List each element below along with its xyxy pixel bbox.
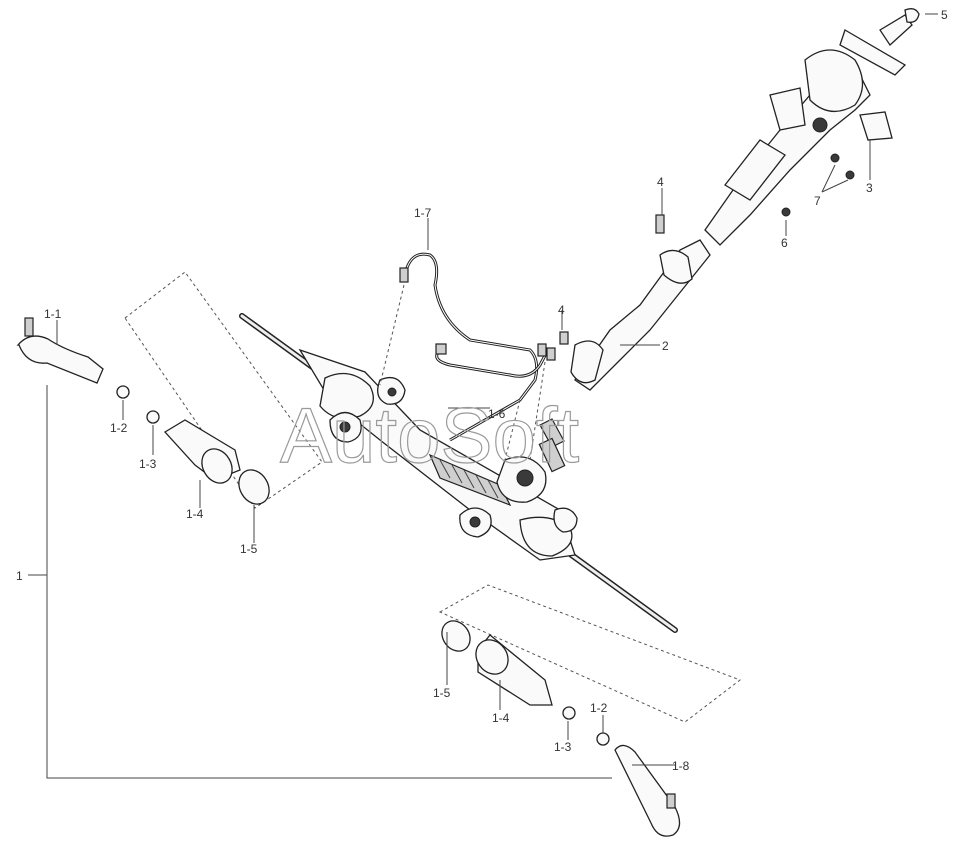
- watermark: AutoSoft: [280, 391, 580, 479]
- tie-rod-end-left: [16, 317, 104, 384]
- steering-column: [559, 8, 920, 391]
- label-1-8: 1-8: [672, 759, 690, 773]
- label-1-5-left: 1-5: [240, 542, 258, 556]
- label-1-4-left: 1-4: [186, 507, 204, 521]
- label-1-2-left: 1-2: [110, 421, 128, 435]
- label-4-upper: 4: [657, 175, 664, 189]
- steering-rack: [239, 313, 678, 633]
- label-4-lower: 4: [558, 303, 565, 317]
- assembly-1-bracket: [28, 385, 612, 779]
- leader-lines: [56, 13, 938, 766]
- part-labels: 1 1-1 1-2 1-3 1-4 1-5 1-6 1-7 1-5 1-4 1-…: [16, 8, 948, 773]
- boot-1-4-left: [163, 419, 241, 484]
- upper-boot-kit-box: [124, 271, 323, 509]
- label-1-6: 1-6: [488, 407, 506, 421]
- tie-rod-end-right: [614, 744, 681, 837]
- label-1: 1: [16, 569, 23, 583]
- nut-1-3-right: [562, 706, 576, 720]
- label-1-2-right: 1-2: [590, 701, 608, 715]
- clamp-1-5-left: [238, 469, 270, 505]
- hydraulic-pipes: [379, 252, 556, 461]
- label-1-1: 1-1: [44, 307, 62, 321]
- nut-1-2-left: [116, 385, 130, 399]
- label-1-5-right: 1-5: [433, 686, 451, 700]
- label-5: 5: [941, 8, 948, 22]
- label-1-3-right: 1-3: [554, 740, 572, 754]
- nut-1-2-right: [596, 732, 610, 746]
- label-1-4-right: 1-4: [492, 711, 510, 725]
- label-2: 2: [662, 339, 669, 353]
- label-7: 7: [814, 194, 821, 208]
- rack-teeth: [428, 453, 512, 507]
- label-6: 6: [781, 236, 788, 250]
- label-1-3-left: 1-3: [139, 457, 157, 471]
- label-3: 3: [866, 181, 873, 195]
- clamp-1-5-right: [441, 620, 471, 652]
- lower-boot-kit-box: [438, 584, 742, 723]
- nut-1-3-left: [146, 410, 160, 424]
- label-1-7: 1-7: [414, 206, 432, 220]
- boot-1-4-right: [475, 634, 553, 706]
